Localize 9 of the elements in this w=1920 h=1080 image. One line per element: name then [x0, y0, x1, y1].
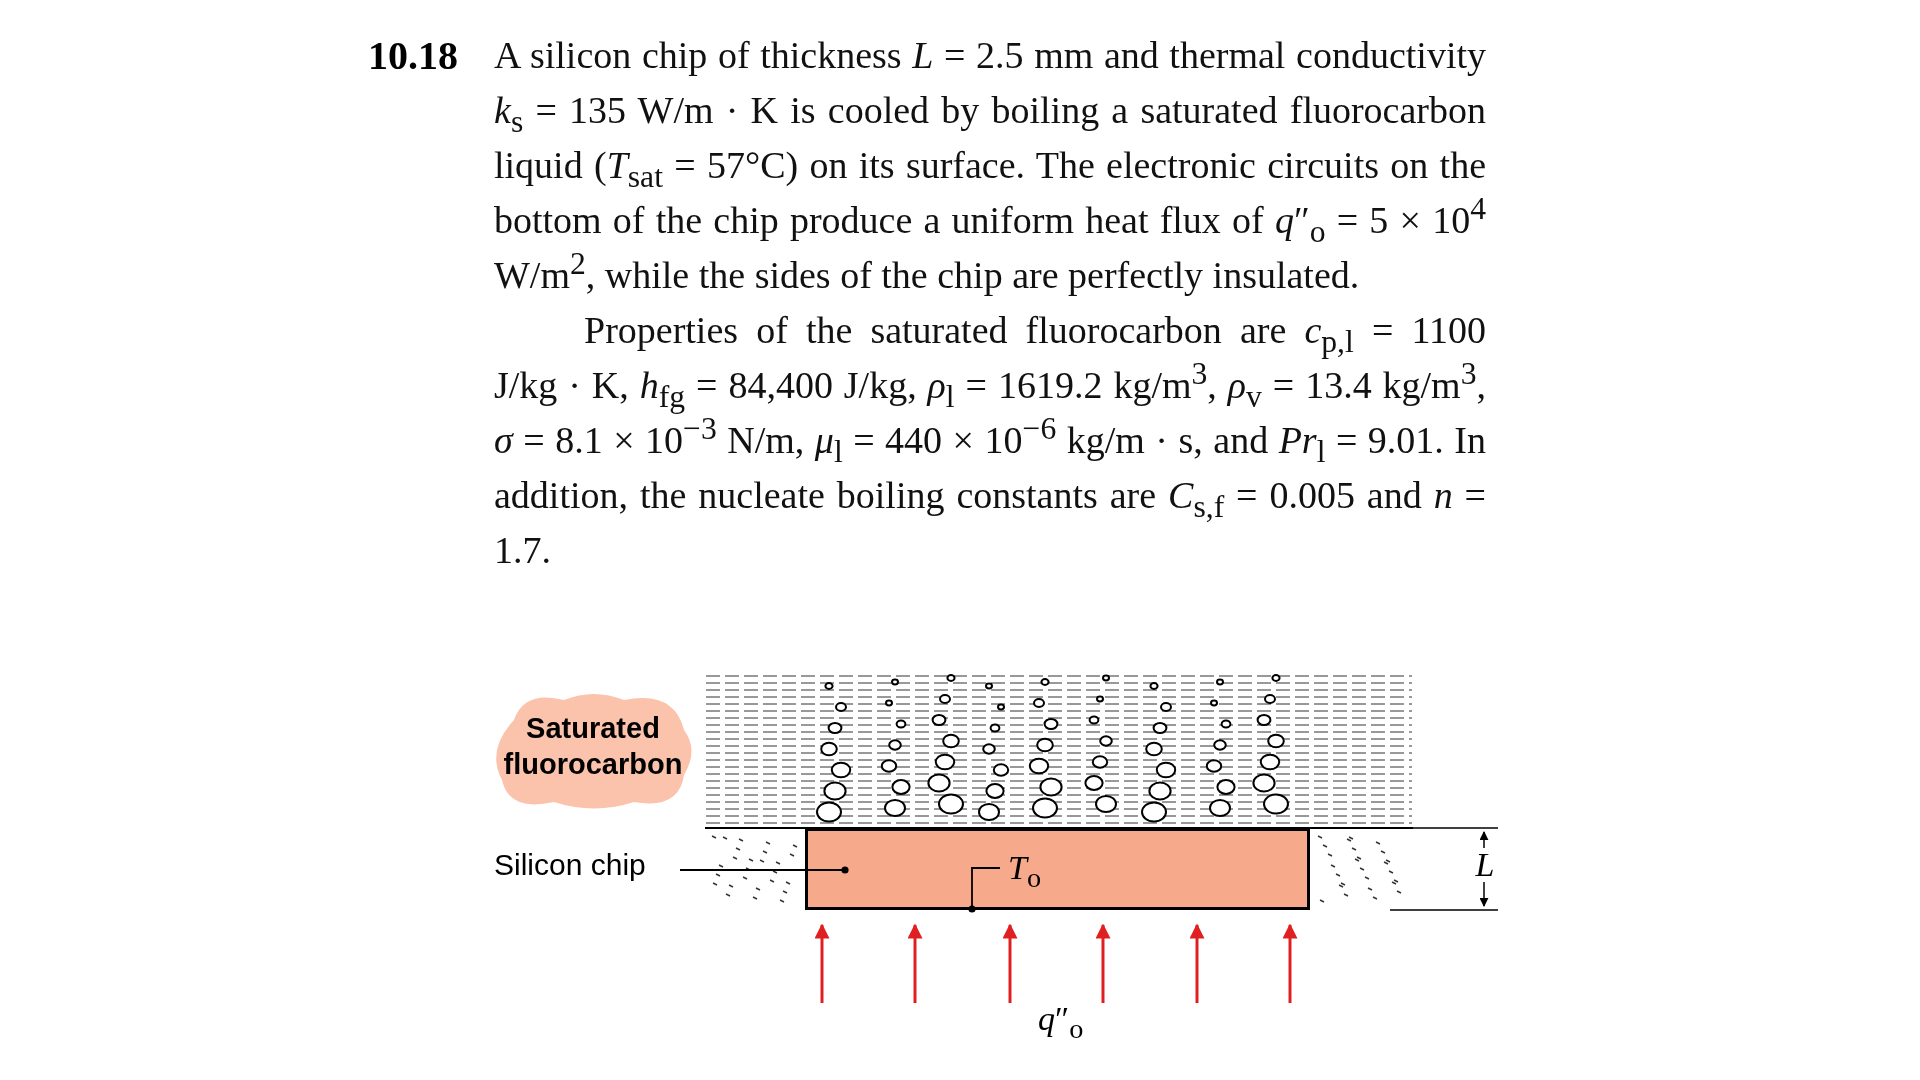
- problem-paragraph: A silicon chip of thickness L = 2.5 mm and thermal conductivity k$_{s}$ = 135 W/m · K is cooled by boiling a saturated fluorocarbon liquid (T$_{sat}$ = 57°C) on its surface. The electronic circuits on the bottom of the chip produce a uniform heat flux of q″$_{o}$ = 5 × 10$^{4}$ W/m$^{2}$, while the sides of the chip are perfectly insulated.: [494, 33, 1486, 298]
- leader-line: [679, 866, 849, 874]
- property-paragraph: Properties of the saturated fluorocarbon are c$_{p,l}$ = 1100 J/kg · K, h$_{fg}$ = 84,400 J/kg, ρ$_{l}$ = 1619.2 kg/m$^{3}$, ρ$_{v}$ = 13.4 kg/m$^{3}$, σ = 8.1 × 10$^{−3}$ N/m, μ$_{l}$ = 440 × 10$^{−6}$ kg/m · s, and Pr$_{l}$ = 9.01. In addition, the nucleate boiling constants are C$_{s,f}$ = 0.005 and n = 1.7.: [494, 308, 1486, 573]
- heat-flux-label: q″$_{o}$: [1038, 1000, 1085, 1045]
- leader-line: [968, 867, 1001, 913]
- problem-number: 10.18: [368, 32, 459, 80]
- text-label: Silicon chip: [494, 848, 674, 888]
- chip-block: [805, 828, 1310, 910]
- temperature-label: T$_{o}$: [1008, 849, 1048, 889]
